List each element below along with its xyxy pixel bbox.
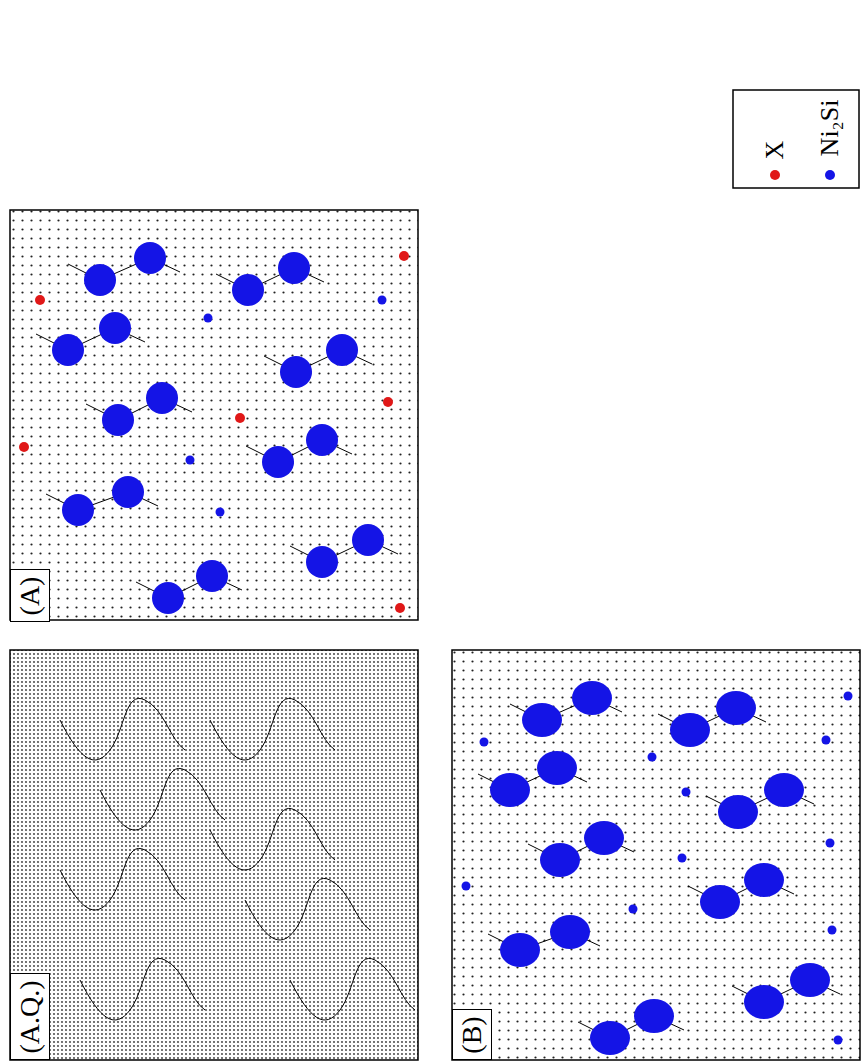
panel-ground [452, 650, 860, 1060]
ni2si-precipitate [540, 843, 580, 877]
dislocation-line [210, 698, 335, 760]
x-particle [235, 413, 245, 423]
ni2si-precipitate [764, 773, 804, 807]
ni2si-particle [826, 839, 835, 848]
panel-ground [10, 650, 418, 1060]
legend-swatch [770, 170, 780, 180]
legend-label: X [762, 141, 788, 160]
ni2si-precipitate [490, 773, 530, 807]
x-particle [395, 603, 405, 613]
panel-label-box: (A.Q.) [10, 973, 50, 1060]
ni2si-precipitate [306, 546, 338, 578]
ni2si-precipitate [550, 915, 590, 949]
ni2si-particle [828, 926, 837, 935]
panel-label: (B) [458, 1016, 486, 1053]
ni2si-particle [186, 456, 195, 465]
panel-label-box: (A) [10, 569, 50, 622]
ni2si-particle [682, 788, 691, 797]
panel-ground [10, 210, 418, 620]
ni2si-precipitate [152, 582, 184, 614]
ni2si-particle [216, 508, 225, 517]
ni2si-precipitate [52, 334, 84, 366]
ni2si-precipitate [262, 446, 294, 478]
ni2si-particle [204, 314, 213, 323]
dislocation-line [80, 958, 205, 1020]
ni2si-precipitate [62, 494, 94, 526]
panel-frame [10, 210, 418, 620]
x-particle [383, 397, 393, 407]
panel-label: (A.Q.) [16, 980, 44, 1053]
ni2si-precipitate [790, 963, 830, 997]
dislocation-line [60, 848, 185, 910]
ni2si-precipitate [634, 999, 674, 1033]
dislocation-line [100, 768, 225, 830]
ni2si-precipitate [670, 713, 710, 747]
ni2si-particle [378, 296, 387, 305]
x-particle [19, 442, 29, 452]
ni2si-precipitate [584, 821, 624, 855]
ni2si-particle [480, 738, 489, 747]
ni2si-particle [648, 753, 657, 762]
dislocation-line [60, 698, 185, 760]
ni2si-precipitate [99, 312, 131, 344]
ni2si-particle [678, 854, 687, 863]
ni2si-precipitate [326, 334, 358, 366]
panel-label-box: (B) [452, 1009, 492, 1060]
ni2si-precipitate [572, 681, 612, 715]
ni2si-particle [629, 905, 638, 914]
ni2si-precipitate [112, 476, 144, 508]
ni2si-particle [834, 1036, 843, 1045]
legend-label: Ni₂Si [817, 100, 843, 157]
ni2si-precipitate [146, 382, 178, 414]
ni2si-precipitate [232, 274, 264, 306]
ni2si-precipitate [134, 242, 166, 274]
ni2si-precipitate [500, 933, 540, 967]
x-particle [399, 251, 409, 261]
panel-frame [452, 650, 860, 1060]
ni2si-precipitate [84, 264, 116, 296]
ni2si-precipitate [590, 1021, 630, 1055]
dislocation-line [245, 878, 370, 940]
ni2si-precipitate [352, 524, 384, 556]
ni2si-precipitate [700, 885, 740, 919]
x-particle [35, 295, 45, 305]
dislocation-line [210, 808, 335, 870]
ni2si-precipitate [522, 703, 562, 737]
ni2si-precipitate [102, 404, 134, 436]
panel-frame [10, 650, 418, 1060]
dislocation-line [290, 958, 415, 1020]
ni2si-precipitate [278, 252, 310, 284]
ni2si-precipitate [306, 424, 338, 456]
ni2si-precipitate [196, 560, 228, 592]
ni2si-particle [822, 736, 831, 745]
ni2si-particle [844, 692, 853, 701]
ni2si-precipitate [716, 691, 756, 725]
legend-swatch [825, 170, 835, 180]
ni2si-precipitate [280, 356, 312, 388]
panel-label: (A) [16, 576, 44, 615]
legend-box [733, 90, 859, 188]
ni2si-precipitate [744, 985, 784, 1019]
ni2si-precipitate [744, 863, 784, 897]
ni2si-precipitate [537, 751, 577, 785]
ni2si-particle [462, 882, 471, 891]
ni2si-precipitate [718, 795, 758, 829]
